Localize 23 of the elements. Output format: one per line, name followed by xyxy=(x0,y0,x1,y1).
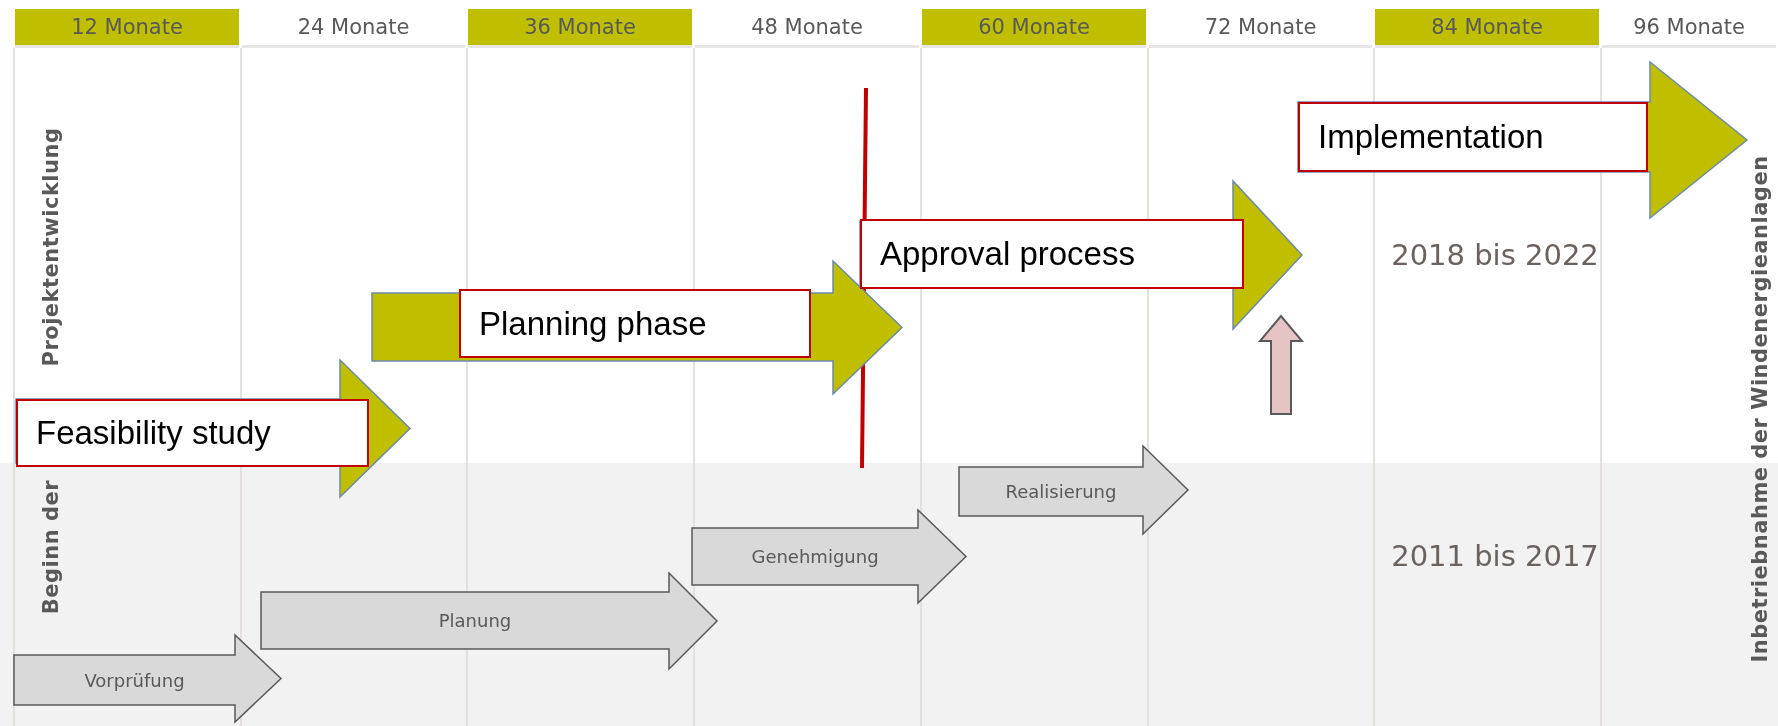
step-label: Planung xyxy=(437,609,513,633)
step-bar xyxy=(692,510,966,603)
axis-label: Beginn der xyxy=(39,479,63,615)
axis-label: Projektentwicklung xyxy=(39,127,63,367)
column-header: 60 Monate xyxy=(922,9,1146,48)
step-label: Genehmigung xyxy=(750,545,880,569)
column-header: 12 Monate xyxy=(15,9,239,48)
phase-label: Implementation xyxy=(1298,102,1648,172)
column-header: 36 Monate xyxy=(468,9,692,48)
step-bar xyxy=(14,635,281,722)
step-label: Realisierung xyxy=(1004,480,1118,504)
step-bar xyxy=(261,573,717,669)
step-bar xyxy=(959,446,1188,534)
column-header: 84 Monate xyxy=(1375,9,1599,48)
period-label: 2018 bis 2022 xyxy=(1391,238,1599,272)
phase-bar xyxy=(1298,62,1747,218)
step-label: Vorprüfung xyxy=(83,668,186,693)
phase-bar xyxy=(860,181,1302,329)
phase-label: Planning phase xyxy=(459,289,811,358)
phase-label: Approval process xyxy=(860,219,1244,289)
phase-label: Feasibility study xyxy=(16,399,369,467)
axis-label: Inbetriebnahme der Windenergieanlagen xyxy=(1748,155,1772,663)
period-label: 2011 bis 2017 xyxy=(1391,539,1599,573)
